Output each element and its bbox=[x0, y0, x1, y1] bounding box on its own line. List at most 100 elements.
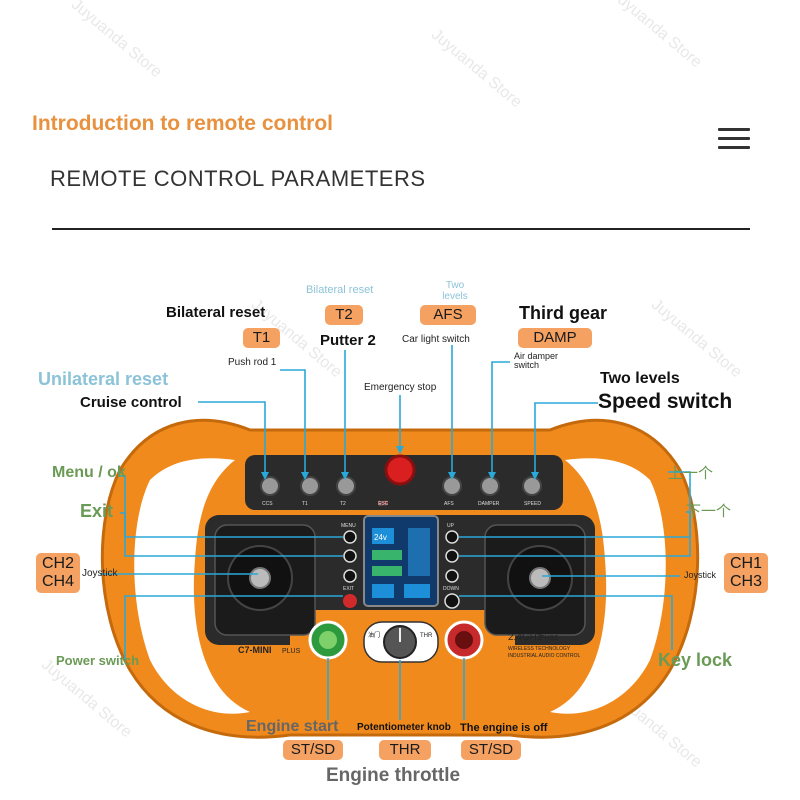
tag-t2: T2 bbox=[325, 305, 363, 325]
left-handle-cutout bbox=[134, 458, 250, 714]
tag-ch1-ch3: CH1 CH3 bbox=[724, 553, 768, 593]
label-push-rod-1: Push rod 1 bbox=[228, 357, 277, 368]
menu-bar bbox=[718, 128, 750, 131]
label-bilateral-reset-t2: Bilateral reset bbox=[306, 284, 374, 296]
params-title: REMOTE CONTROL PARAMETERS bbox=[50, 166, 426, 191]
label-putter-2: Putter 2 bbox=[320, 332, 376, 349]
arrowhead bbox=[448, 472, 456, 480]
toggle-speed bbox=[522, 476, 542, 496]
left-joystick bbox=[249, 567, 271, 589]
label-car-light-switch: Car light switch bbox=[402, 334, 470, 345]
leader-menu bbox=[120, 475, 343, 538]
menu-bar bbox=[718, 137, 750, 140]
screen-block bbox=[408, 528, 430, 576]
label-two-levels-afs: Two levels bbox=[442, 280, 468, 302]
screen-block bbox=[372, 566, 402, 576]
leader-power bbox=[124, 595, 343, 660]
screen-block bbox=[372, 550, 402, 560]
label-engine-off: The engine is off bbox=[460, 722, 548, 734]
screen-block bbox=[372, 584, 394, 598]
label-emergency-stop: Emergency stop bbox=[364, 382, 437, 393]
device-tech-line1: WIRELESS TECHNOLOGY bbox=[508, 646, 571, 652]
tag-st-sd-right: ST/SD bbox=[461, 740, 521, 760]
label-joystick-left: Joystick bbox=[82, 568, 118, 579]
label-potentiometer-knob: Potentiometer knob bbox=[357, 722, 451, 733]
leader-damper bbox=[491, 361, 510, 478]
label-down-one: 下一个 bbox=[686, 502, 732, 520]
right-joystick bbox=[529, 567, 551, 589]
down-button bbox=[445, 569, 459, 583]
tag-ch4: CH4 bbox=[41, 573, 74, 590]
tag-damp: DAMP bbox=[518, 328, 592, 348]
up-button bbox=[445, 530, 459, 544]
engine-start-core bbox=[319, 631, 337, 649]
switch-label: AFS bbox=[444, 501, 454, 507]
menu-bar bbox=[718, 146, 750, 149]
engine-stop-core bbox=[455, 631, 473, 649]
leader-keylock bbox=[459, 595, 673, 650]
switch-label: DAMPER bbox=[478, 501, 500, 507]
btn-up-text: UP bbox=[447, 523, 455, 529]
leader-pushrod bbox=[280, 369, 306, 478]
toggle-t1 bbox=[300, 476, 320, 496]
leader-exit bbox=[120, 512, 343, 557]
lock-button bbox=[444, 593, 460, 609]
btn-exit-text: EXIT bbox=[343, 586, 354, 592]
label-up-one: 上一个 bbox=[668, 464, 714, 482]
arrowhead bbox=[531, 472, 539, 480]
label-cruise-control: Cruise control bbox=[80, 394, 182, 411]
leader-arrowheads bbox=[261, 446, 539, 480]
menu-button bbox=[343, 530, 357, 544]
device-model-badge: PLUS bbox=[282, 648, 301, 655]
right-button-2 bbox=[445, 549, 459, 563]
exit-button bbox=[343, 569, 357, 583]
hamburger-menu-icon[interactable] bbox=[718, 128, 750, 150]
tag-ch3: CH3 bbox=[729, 573, 762, 590]
screen-voltage: 24v bbox=[374, 533, 387, 542]
power-button bbox=[343, 594, 357, 608]
arrowhead bbox=[488, 472, 496, 480]
device-tech-line2: INDUSTRIAL AUDIO CONTROL bbox=[508, 653, 581, 659]
leader-speed bbox=[534, 402, 598, 478]
leader-up bbox=[459, 471, 691, 538]
left-button-2 bbox=[343, 549, 357, 563]
label-exit: Exit bbox=[80, 501, 114, 521]
btn-down-text: DOWN bbox=[443, 586, 459, 592]
tag-thr: THR bbox=[379, 740, 431, 760]
estop-label: 急停 bbox=[378, 500, 388, 507]
toggle-ccs bbox=[260, 476, 280, 496]
switch-label: T1 bbox=[302, 501, 308, 507]
arrowhead bbox=[396, 446, 404, 454]
label-engine-start: Engine start bbox=[246, 718, 339, 735]
device-frequency: 2.4GHz bbox=[508, 632, 542, 643]
divider bbox=[52, 228, 750, 230]
switch-label: T2 bbox=[340, 501, 346, 507]
arrowhead bbox=[261, 472, 269, 480]
label-air-damper-switch: Air damper switch bbox=[514, 351, 559, 370]
label-bilateral-reset: Bilateral reset bbox=[166, 304, 266, 321]
switch-label: SPEED bbox=[524, 501, 541, 507]
switch-label: CCS bbox=[262, 501, 273, 507]
knob-right-label: THR bbox=[420, 633, 433, 639]
screen-block bbox=[404, 584, 430, 598]
right-handle-cutout bbox=[550, 458, 666, 714]
tag-ch2: CH2 bbox=[41, 555, 74, 572]
label-speed-switch: Speed switch bbox=[598, 390, 733, 413]
tag-ch2-ch4: CH2 CH4 bbox=[36, 553, 80, 593]
arrowhead bbox=[301, 472, 309, 480]
knob-left-label: 油门 bbox=[368, 631, 380, 639]
device-model: C7-MINI bbox=[238, 645, 272, 655]
emergency-stop-button bbox=[384, 454, 416, 486]
tag-afs: AFS bbox=[420, 305, 476, 325]
toggle-t2 bbox=[336, 476, 356, 496]
label-power-switch: Power switch bbox=[56, 653, 140, 668]
label-unilateral-reset: Unilateral reset bbox=[38, 369, 169, 389]
arrowhead bbox=[341, 472, 349, 480]
label-engine-throttle: Engine throttle bbox=[326, 765, 461, 786]
intro-title: Introduction to remote control bbox=[32, 112, 333, 135]
tag-ch1: CH1 bbox=[729, 555, 762, 572]
label-third-gear: Third gear bbox=[519, 303, 608, 323]
device-fhss: FHSS bbox=[540, 635, 559, 642]
